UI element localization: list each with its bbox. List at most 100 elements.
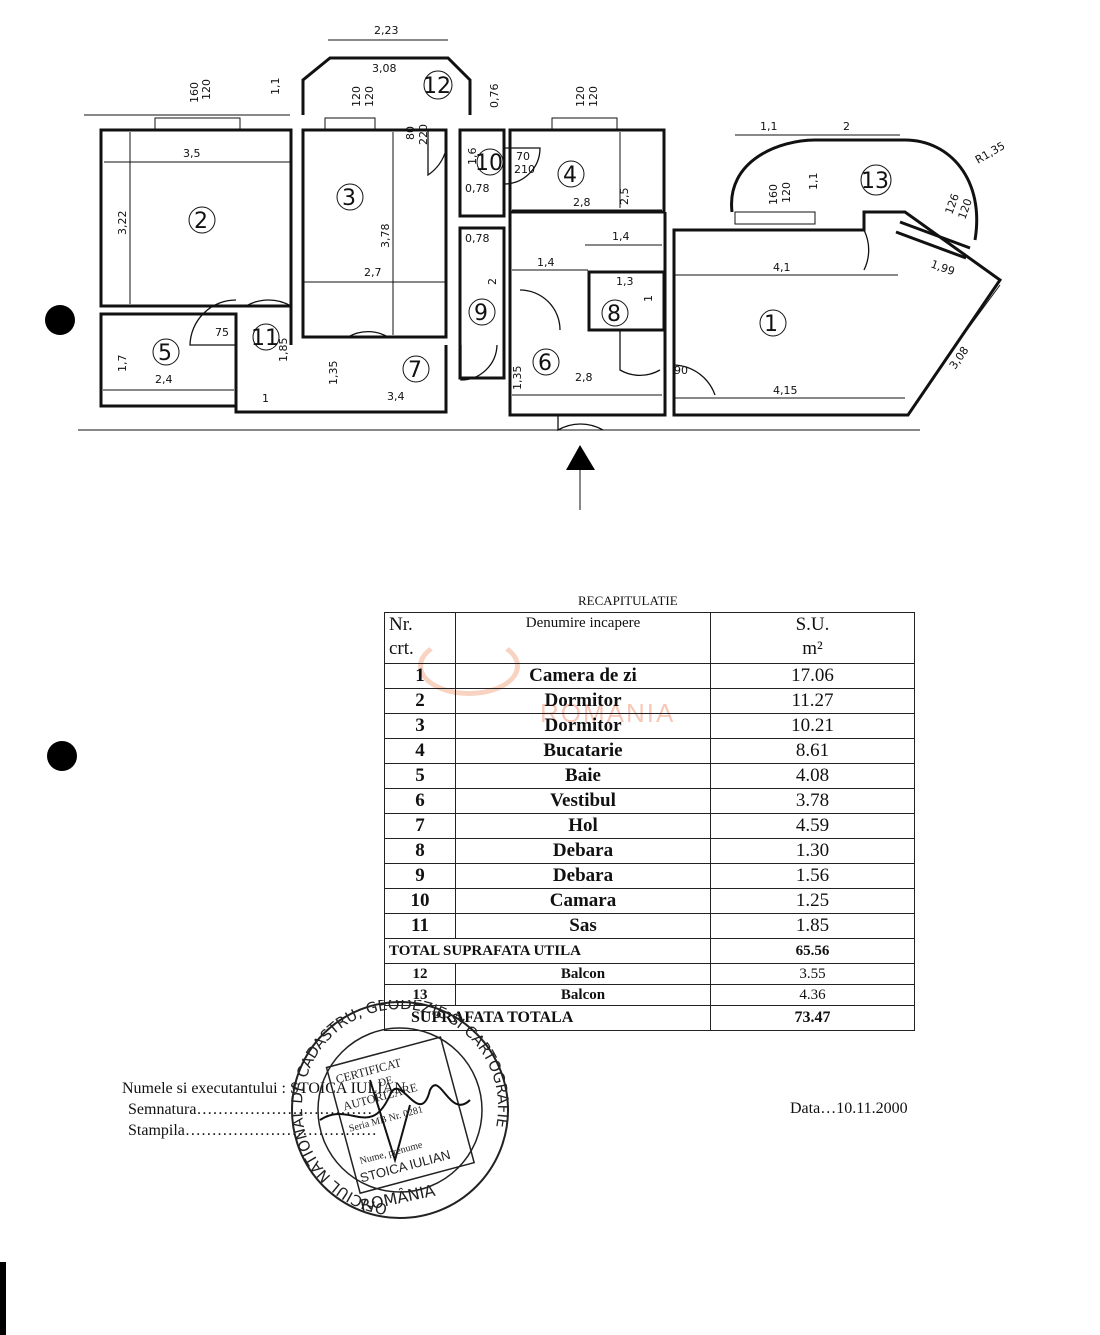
- room-label-5: 5: [158, 341, 172, 366]
- svg-text:2,23: 2,23: [374, 24, 399, 37]
- svg-text:120: 120: [363, 86, 376, 107]
- row-name: Vestibul: [455, 788, 711, 814]
- row-name: Dormitor: [455, 688, 711, 714]
- total-util-value: 65.56: [710, 938, 915, 964]
- balcony-12-walls: [301, 56, 472, 115]
- header-su: S.U.: [795, 614, 830, 635]
- svg-text:1,35: 1,35: [511, 366, 524, 391]
- room-1-walls: [672, 210, 1003, 417]
- room-label-10: 10: [475, 151, 503, 176]
- svg-text:2,7: 2,7: [364, 266, 382, 279]
- row-name: Balcon: [455, 963, 711, 985]
- svg-text:90: 90: [674, 364, 688, 377]
- total-label: SUPRAFATA TOTALA: [384, 1005, 711, 1031]
- svg-text:3,08: 3,08: [947, 344, 972, 372]
- entrance-arrow-icon: [566, 445, 595, 470]
- stamp-cert-line2: DE: [377, 1074, 395, 1089]
- svg-text:1: 1: [642, 295, 655, 302]
- dimension-lines: [103, 39, 1001, 510]
- row-name: Baie: [455, 763, 711, 789]
- windows: [154, 117, 971, 260]
- svg-text:2: 2: [843, 120, 850, 133]
- row-su: 11.27: [710, 688, 915, 714]
- svg-text:2,8: 2,8: [573, 196, 591, 209]
- svg-text:4,15: 4,15: [773, 384, 798, 397]
- room-label-2: 2: [194, 209, 208, 234]
- scan-edge: [0, 1262, 6, 1335]
- row-su: 1.30: [710, 838, 915, 864]
- svg-text:4,1: 4,1: [773, 261, 791, 274]
- svg-text:2,5: 2,5: [618, 188, 631, 206]
- svg-text:R1,35: R1,35: [973, 139, 1007, 166]
- binder-hole-icon: [47, 741, 77, 771]
- room-label-1: 1: [764, 312, 778, 337]
- row-name: Camera de zi: [455, 663, 711, 689]
- room-numbers: 1 2 3 4 5 6 7 8 9 10 11 12 13: [152, 70, 892, 383]
- balcony-13-walls: [730, 138, 979, 241]
- row-nr: 12: [384, 963, 456, 985]
- date: Data…10.11.2000: [790, 1100, 908, 1117]
- row-nr: 8: [384, 838, 456, 864]
- room-label-3: 3: [342, 186, 356, 211]
- handwritten-signature: [319, 1084, 471, 1121]
- room-label-13: 13: [861, 169, 889, 194]
- row-su: 4.08: [710, 763, 915, 789]
- svg-text:1,7: 1,7: [116, 355, 129, 373]
- svg-text:2,8: 2,8: [575, 371, 593, 384]
- svg-text:1,6: 1,6: [466, 148, 479, 166]
- recap-title: RECAPITULATIE: [578, 593, 678, 608]
- header-nr: Nr.: [389, 614, 413, 635]
- row-name: Debara: [455, 838, 711, 864]
- svg-text:0,78: 0,78: [465, 232, 490, 245]
- row-su: 3.78: [710, 788, 915, 814]
- svg-text:1,85: 1,85: [277, 338, 290, 363]
- svg-text:1,35: 1,35: [327, 361, 340, 386]
- row-name: Camara: [455, 888, 711, 914]
- room-8-walls: [587, 270, 666, 332]
- svg-text:1,1: 1,1: [760, 120, 778, 133]
- svg-text:0,76: 0,76: [488, 84, 501, 109]
- row-su: 10.21: [710, 713, 915, 739]
- row-su: 8.61: [710, 738, 915, 764]
- row-name: Hol: [455, 813, 711, 839]
- svg-text:80: 80: [404, 126, 417, 140]
- header-name: Denumire incapere: [455, 612, 711, 664]
- svg-text:1: 1: [262, 392, 269, 405]
- svg-text:1,4: 1,4: [612, 230, 630, 243]
- signature-line: Semnatura……………………………: [128, 1101, 373, 1118]
- recap-header-row: Nr.crt. Denumire incapere S.U.m²: [384, 612, 915, 664]
- svg-text:120: 120: [350, 86, 363, 107]
- svg-text:0,78: 0,78: [465, 182, 490, 195]
- row-name: Sas: [455, 913, 711, 939]
- room-label-7: 7: [408, 358, 422, 383]
- row-su: 1.25: [710, 888, 915, 914]
- row-su: 17.06: [710, 663, 915, 689]
- total-value: 73.47: [710, 1005, 915, 1031]
- floor-plan: 1 2 3 4 5 6 7 8 9 10 11 12 13 2,23 3,08 …: [78, 24, 1007, 510]
- total-util-label: TOTAL SUPRAFATA UTILA: [384, 938, 711, 964]
- svg-text:120: 120: [200, 79, 213, 100]
- row-nr: 6: [384, 788, 456, 814]
- row-nr: 7: [384, 813, 456, 839]
- row-su: 3.55: [710, 963, 915, 985]
- svg-text:3,5: 3,5: [183, 147, 201, 160]
- svg-text:220: 220: [417, 124, 430, 145]
- svg-text:3,4: 3,4: [387, 390, 405, 403]
- executant-name: Numele si executantului : STOICA IULIAN: [122, 1080, 406, 1097]
- room-label-4: 4: [563, 163, 577, 188]
- row-su: 4.59: [710, 813, 915, 839]
- dimension-labels: 2,23 3,08 3,5 2,7 2,8 1,4 1,4 1,3 0,78 0…: [116, 24, 1007, 405]
- svg-text:1,1: 1,1: [807, 173, 820, 191]
- row-name: Debara: [455, 863, 711, 889]
- svg-text:70: 70: [516, 150, 530, 163]
